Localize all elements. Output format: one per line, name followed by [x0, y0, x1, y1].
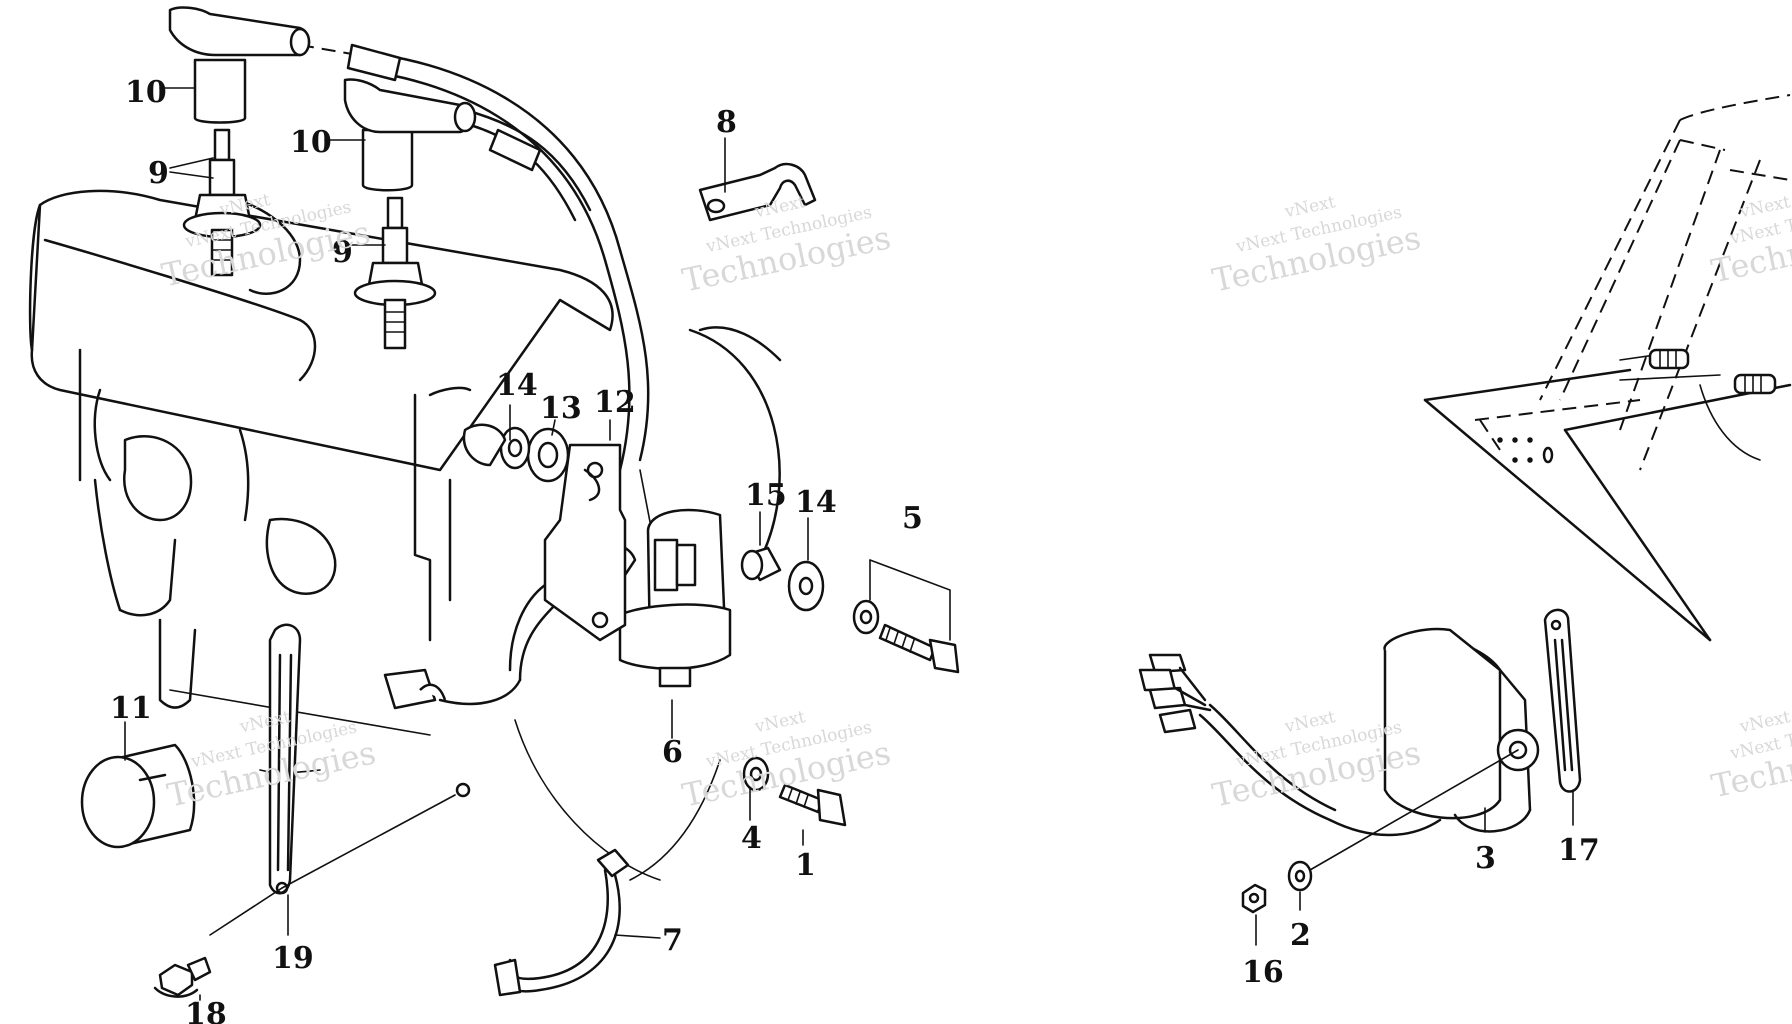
frame-outline — [1423, 94, 1792, 642]
flange-bolt — [153, 956, 212, 998]
callout-19: 19 — [272, 941, 314, 976]
bolt-set — [852, 559, 960, 674]
clamp-bracket — [698, 162, 817, 222]
callout-10-lower: 10 — [290, 125, 332, 160]
callout-8: 8 — [716, 105, 737, 140]
callout-9-right: 9 — [332, 235, 353, 270]
engine-block — [28, 189, 782, 881]
callout-labels: 10 10 9 9 8 14 13 12 15 14 5 6 4 1 7 11 … — [110, 75, 1600, 1024]
frame-stud-upper — [1648, 348, 1690, 370]
ignition-coil — [383, 508, 732, 710]
callout-17: 17 — [1558, 833, 1600, 868]
callout-16: 16 — [1242, 955, 1284, 990]
callout-18: 18 — [185, 997, 227, 1024]
callout-15: 15 — [745, 478, 787, 513]
callout-2: 2 — [1290, 918, 1311, 953]
hex-nut — [1241, 883, 1267, 914]
high-tension-leads — [299, 43, 650, 472]
flat-washer — [787, 560, 825, 612]
rubber-bushing — [526, 427, 570, 483]
cdi-bracket — [1543, 608, 1582, 793]
callout-14-lower: 14 — [795, 485, 837, 520]
spark-plug-cap-upper — [168, 6, 311, 124]
callout-13: 13 — [540, 391, 582, 426]
watermark-4: vNext vNext Technologies Technologies — [1708, 192, 1792, 290]
callout-4: 4 — [741, 821, 762, 856]
cdi-wiring — [1138, 653, 1442, 837]
leader-lines-left — [124, 87, 809, 1001]
spark-plug-cap-lower — [343, 78, 477, 192]
spark-plug-right — [353, 196, 437, 350]
callout-3: 3 — [1475, 841, 1496, 876]
washer-small — [742, 756, 770, 792]
callout-7: 7 — [662, 923, 683, 958]
callout-5: 5 — [902, 501, 923, 536]
spacer-collar — [740, 546, 782, 582]
watermark-5: vNext vNext Technologies Technologies — [164, 707, 379, 815]
leader-lines-right — [1255, 789, 1574, 946]
callout-11: 11 — [110, 691, 152, 726]
plain-washer — [1287, 749, 1519, 892]
coil-mounting-plate — [543, 443, 627, 642]
watermark-3: vNext vNext Technologies Technologies — [1209, 192, 1424, 300]
wire-strap — [209, 623, 456, 936]
bolt-short — [778, 783, 847, 827]
callout-12: 12 — [594, 385, 636, 420]
callout-9-left: 9 — [148, 156, 169, 191]
watermark-1: vNext vNext Technologies Technologies — [158, 190, 373, 294]
watermark-8: vNext vNext Technologies Technologies — [1708, 707, 1792, 805]
callout-6: 6 — [662, 735, 683, 770]
collar-left — [462, 423, 531, 470]
cdi-unit — [1383, 627, 1540, 833]
callout-1: 1 — [795, 848, 816, 883]
callout-14-upper: 14 — [496, 368, 538, 403]
cable-band — [493, 848, 630, 997]
frame-stud-lower — [1733, 373, 1777, 395]
rubber-cap — [80, 743, 196, 849]
callout-10-upper: 10 — [125, 75, 167, 110]
